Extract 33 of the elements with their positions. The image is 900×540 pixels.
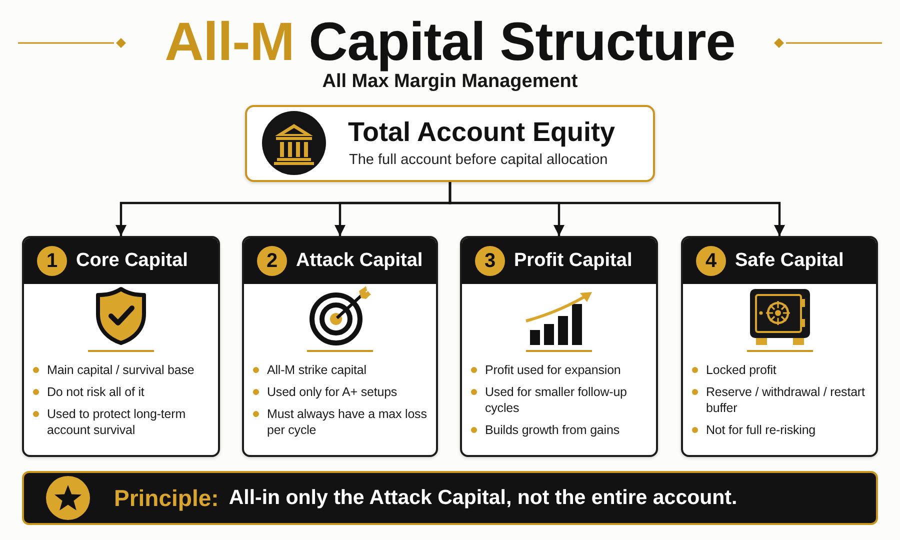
bullet-text: Main capital / survival base (47, 362, 194, 378)
card-heading: Attack Capital (296, 249, 423, 273)
connector-arrow (448, 182, 785, 236)
subtitle: All Max Margin Management (322, 71, 578, 93)
bullet-text: Do not risk all of it (47, 384, 144, 400)
bullet-text: Used for smaller follow-up cycles (485, 384, 628, 416)
bullet-text: Must always have a max loss per cycle (267, 406, 428, 438)
principle-banner (22, 471, 878, 525)
bullet-text: Used only for A+ setups (267, 384, 398, 400)
step-number: 4 (696, 246, 726, 276)
capital-card (681, 236, 878, 457)
capital-card (22, 236, 220, 457)
bullet-text: All-M strike capital (267, 362, 366, 378)
bullet-text: Builds growth from gains (485, 422, 620, 438)
card-heading: Core Capital (76, 249, 188, 273)
step-number: 2 (257, 246, 287, 276)
equity-box (245, 105, 655, 182)
box-heading: Total Account Equity (348, 116, 615, 148)
capital-card (460, 236, 658, 457)
card-heading: Safe Capital (735, 249, 844, 273)
bullet-text: Not for full re-risking (706, 422, 816, 438)
card-heading: Profit Capital (514, 249, 632, 273)
step-number: 3 (475, 246, 505, 276)
title: All-M Capital Structure (164, 12, 736, 72)
principle-text: All-in only the Attack Capital, not the entire account. (228, 485, 738, 511)
bullet-text: Used to protect long-term account survival (47, 406, 187, 438)
bullet-text: Locked profit (706, 362, 776, 378)
box-subtitle: The full account before capital allocation (349, 151, 608, 169)
principle-label: Principle: (114, 484, 219, 512)
bullet-text: Reserve / withdrawal / restart buffer (706, 384, 866, 416)
bullet-text: Profit used for expansion (485, 362, 621, 378)
capital-card (242, 236, 438, 457)
step-number: 1 (37, 246, 67, 276)
